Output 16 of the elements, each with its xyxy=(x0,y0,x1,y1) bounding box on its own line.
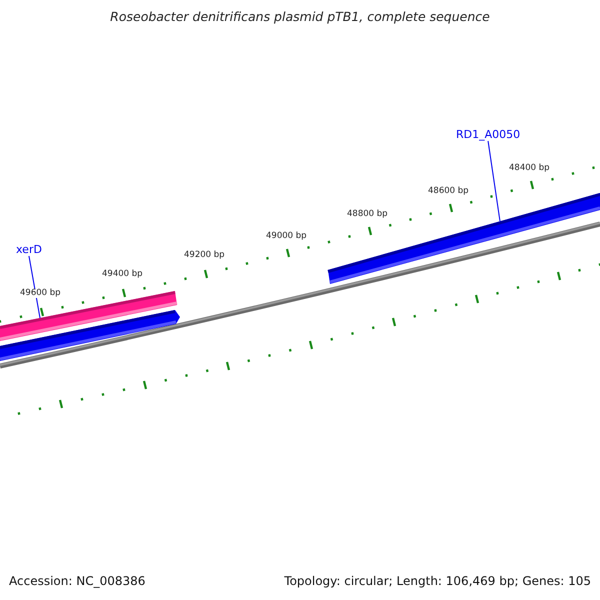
gene-arrow xyxy=(328,193,600,284)
tick-label: 48800 bp xyxy=(347,210,388,218)
tick-label: 49000 bp xyxy=(266,232,307,240)
gene-label: RD1_A0050 xyxy=(456,129,520,140)
footer-text: Accession: NC_008386 xyxy=(9,575,146,587)
gene-arrow xyxy=(0,310,180,361)
footer-text: Topology: circular; Length: 106,469 bp; Genes: 105 xyxy=(284,575,591,587)
title: Roseobacter denitrificans plasmid pTB1, complete sequence xyxy=(109,11,491,24)
tick-label: 49600 bp xyxy=(20,289,61,298)
leader-line xyxy=(488,140,500,222)
tick-label: 49400 bp xyxy=(102,270,143,278)
tick-label: 49200 bp xyxy=(184,251,225,260)
tick-label: 48400 bp xyxy=(509,164,550,172)
tick-label: 48600 bp xyxy=(428,187,469,196)
leader-line xyxy=(28,256,40,318)
gene-label: xerD xyxy=(16,244,42,255)
